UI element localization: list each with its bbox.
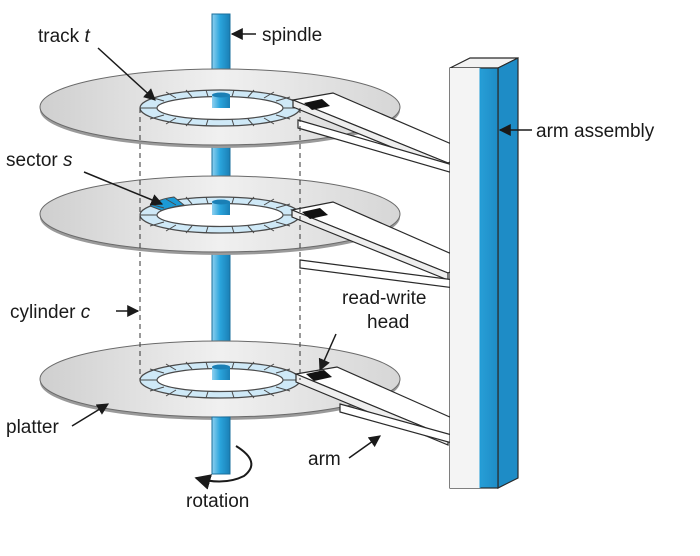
read-write-head-middle bbox=[302, 208, 328, 219]
arm-bottom bbox=[293, 366, 472, 449]
track-pointer bbox=[97, 47, 156, 101]
read-write-head-top bbox=[304, 99, 330, 110]
head-pointer bbox=[318, 333, 337, 372]
arm-pointer bbox=[348, 435, 381, 459]
label-platter: platter bbox=[6, 417, 59, 438]
label-arm: arm bbox=[308, 449, 341, 470]
arm-assembly-column bbox=[449, 57, 519, 489]
read-write-head-bottom bbox=[306, 370, 332, 381]
arm-top bbox=[290, 92, 472, 179]
platter-bottom bbox=[39, 340, 401, 420]
rotation-arrow bbox=[194, 445, 253, 490]
label-track: track t bbox=[38, 26, 90, 47]
label-spindle: spindle bbox=[262, 25, 322, 46]
platter-pointer bbox=[71, 403, 110, 427]
label-arm-assembly: arm assembly bbox=[536, 121, 655, 142]
label-read-write: read-write bbox=[342, 288, 426, 309]
label-cylinder: cylinder c bbox=[10, 302, 91, 323]
label-rotation: rotation bbox=[186, 491, 249, 512]
cylinder-outline bbox=[139, 108, 301, 380]
label-sector: sector s bbox=[6, 150, 73, 171]
platter-middle bbox=[39, 175, 401, 255]
label-head: head bbox=[367, 312, 409, 333]
arm-middle bbox=[289, 201, 472, 291]
sector-pointer bbox=[83, 171, 164, 206]
